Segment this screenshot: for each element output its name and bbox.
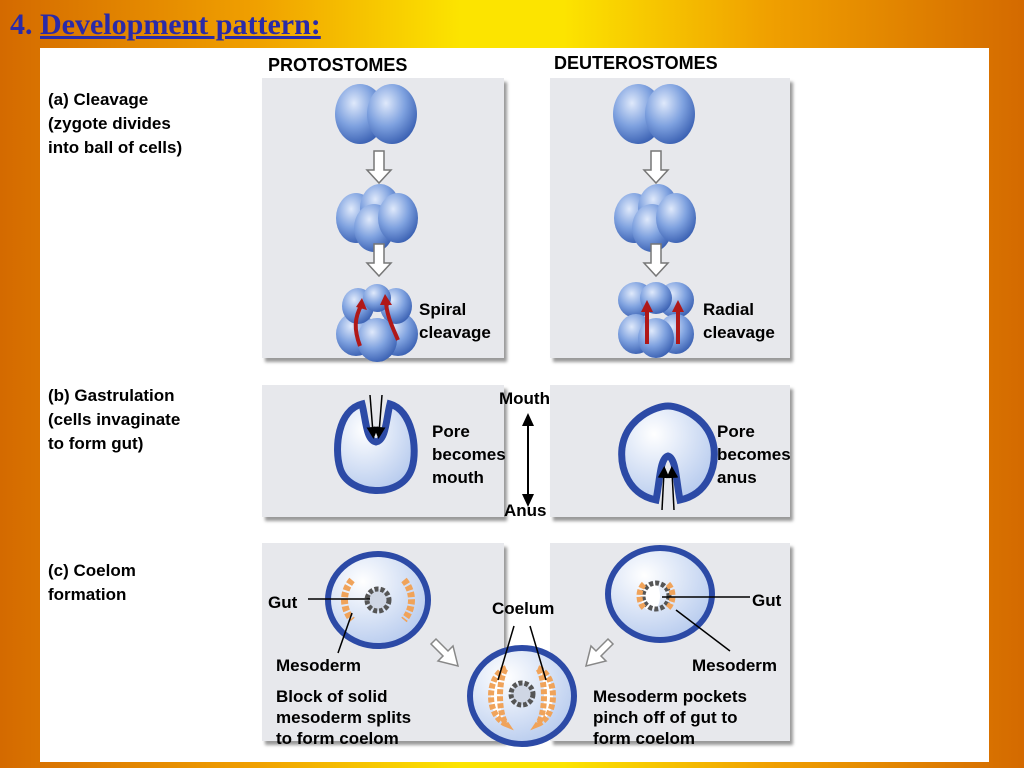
deutero-down-arrow-2 <box>642 243 670 278</box>
stage-gastrulation-label: (b) Gastrulation (cells invaginate to fo… <box>48 384 180 456</box>
stage-line: (cells invaginate <box>48 410 181 429</box>
deutero-coelom-callouts <box>662 596 750 652</box>
deutero-gastrula <box>618 402 718 511</box>
label-line: form coelom <box>593 729 696 748</box>
proto-down-arrow-2 <box>365 243 393 278</box>
label-line: Spiral <box>419 300 467 319</box>
proto-down-arrow-1 <box>365 150 393 185</box>
label-line: becomes <box>432 445 506 464</box>
anus-label: Anus <box>504 501 547 520</box>
deutero-four-cell-embryo <box>614 184 696 252</box>
diagram-area: PROTOSTOMES DEUTEROSTOMES (a) Cleavage (… <box>40 48 989 762</box>
slide-title-text: Development pattern: <box>40 8 321 41</box>
coelum-label: Coelum <box>492 599 555 618</box>
label-line: Pore <box>717 422 755 441</box>
proto-gastrula <box>334 394 418 494</box>
stage-coelom-label: (c) Coelom formation <box>48 559 136 607</box>
label-line: cleavage <box>703 323 775 342</box>
label-line: Pore <box>432 422 470 441</box>
proto-eight-cell-embryo <box>336 284 418 362</box>
label-line: cleavage <box>419 323 491 342</box>
label-line: mesoderm splits <box>276 708 412 727</box>
label-line: pinch off of gut to <box>593 708 738 727</box>
diagram-art <box>308 84 750 747</box>
proto-coelom-description: Block of solid mesoderm splits to form c… <box>276 686 411 749</box>
deutero-eight-cell-embryo <box>618 282 694 358</box>
central-coelom-cross-section <box>467 645 577 747</box>
arrow-to-center-right <box>584 637 615 668</box>
radial-arrows <box>641 300 684 344</box>
deutero-down-arrow-1 <box>642 150 670 185</box>
spiral-cleavage-label: Spiral cleavage <box>419 298 491 344</box>
mouth-anus-double-arrow <box>522 413 534 507</box>
proto-four-cell-embryo <box>336 184 418 252</box>
label-line: Mesoderm pockets <box>593 687 747 706</box>
stage-line: into ball of cells) <box>48 138 183 157</box>
gut-label-right: Gut <box>752 591 782 610</box>
protostomes-heading: PROTOSTOMES <box>268 55 408 75</box>
stage-cleavage-label: (a) Cleavage (zygote divides into ball o… <box>48 88 182 160</box>
mouth-label: Mouth <box>499 389 550 408</box>
slide-number: 4. <box>10 8 33 41</box>
mesoderm-label-right: Mesoderm <box>692 656 778 675</box>
radial-cleavage-label: Radial cleavage <box>703 298 775 344</box>
slide-title: 4. Development pattern: <box>10 8 321 42</box>
pore-becomes-mouth-label: Pore becomes mouth <box>432 420 506 489</box>
proto-coelom-callouts <box>308 598 370 654</box>
label-line: Radial <box>703 300 755 319</box>
proto-two-cell-embryo <box>335 84 417 144</box>
stage-line: formation <box>48 585 127 604</box>
stage-line: (a) Cleavage <box>48 90 149 109</box>
coelum-callout-lines <box>497 625 547 681</box>
label-line: anus <box>717 468 757 487</box>
arrow-to-center-left <box>429 637 460 668</box>
label-line: mouth <box>432 468 484 487</box>
stage-line: (b) Gastrulation <box>48 386 175 405</box>
proto-coelom-cross-section <box>325 551 431 649</box>
label-line: Block of solid <box>276 687 388 706</box>
stage-line: (zygote divides <box>48 114 171 133</box>
label-line: to form coelom <box>276 729 399 748</box>
mesoderm-label-left: Mesoderm <box>276 656 362 675</box>
label-line: becomes <box>717 445 791 464</box>
deutero-two-cell-embryo <box>613 84 695 144</box>
stage-line: to form gut) <box>48 434 144 453</box>
pore-becomes-anus-label: Pore becomes anus <box>717 420 791 489</box>
spiral-arrows <box>353 294 400 347</box>
deuterostomes-heading: DEUTEROSTOMES <box>554 53 718 73</box>
gut-label-left: Gut <box>268 593 298 612</box>
deutero-coelom-description: Mesoderm pockets pinch off of gut to for… <box>593 686 747 749</box>
stage-line: (c) Coelom <box>48 561 136 580</box>
